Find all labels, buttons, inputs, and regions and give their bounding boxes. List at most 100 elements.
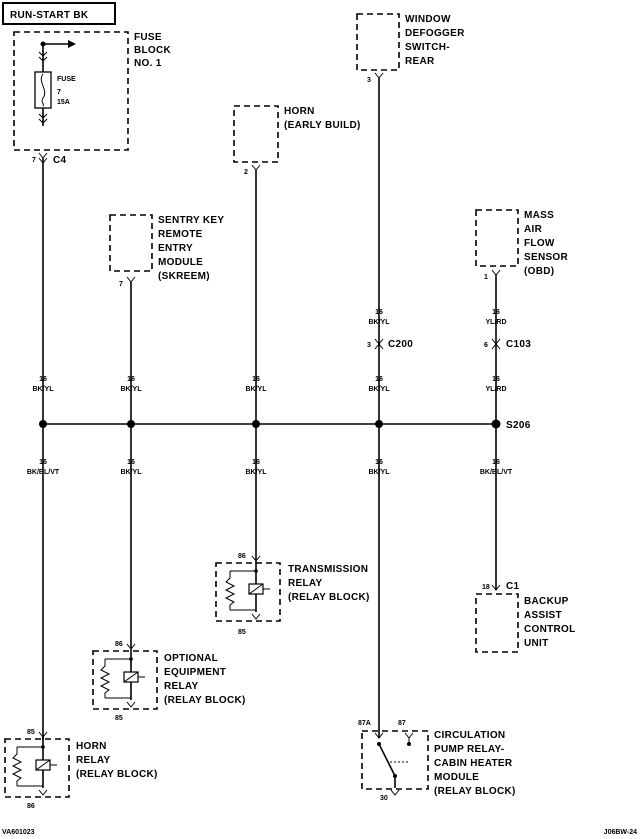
fuse-label-line3: 15A <box>57 99 70 106</box>
c200-connector: 3 C200 <box>367 338 413 350</box>
backup-assist-control-unit: 18 C1 BACKUP ASSIST CONTROL UNIT <box>475 581 575 653</box>
fuse-block-title-3: NO. 1 <box>134 58 162 69</box>
svg-text:BACKUP: BACKUP <box>524 596 569 607</box>
svg-text:FLOW: FLOW <box>524 238 555 249</box>
c4-terminal-icon <box>38 152 48 159</box>
optional-equipment-relay: 86 85 OPTIONAL EQUIPMENT RELAY (RELAY BL… <box>92 641 246 722</box>
svg-text:SWITCH-: SWITCH- <box>405 42 450 53</box>
fuse-element-icon <box>40 73 46 107</box>
svg-text:16: 16 <box>39 459 47 466</box>
svg-text:BK/YL: BK/YL <box>33 386 55 393</box>
wire-labels-lower: 16 BK/BL/VT 16 BK/YL 16 BK/YL 16 BK/YL 1… <box>27 459 513 476</box>
svg-text:REMOTE: REMOTE <box>158 229 203 240</box>
relay-switch-icon <box>378 743 396 777</box>
svg-text:(EARLY BUILD): (EARLY BUILD) <box>284 120 361 131</box>
fuse-block: FUSE 7 15A FUSE BLOCK NO. 1 7 C4 <box>13 31 172 166</box>
svg-text:(RELAY BLOCK): (RELAY BLOCK) <box>76 769 158 780</box>
svg-text:C1: C1 <box>506 581 520 592</box>
svg-text:WINDOW: WINDOW <box>405 14 451 25</box>
footer-left-code: VA601023 <box>2 829 35 836</box>
fuse-block-outline <box>13 31 129 151</box>
svg-text:BK/YL: BK/YL <box>369 469 391 476</box>
svg-text:85: 85 <box>27 729 35 736</box>
svg-text:RELAY: RELAY <box>288 578 323 589</box>
svg-text:BK/YL: BK/YL <box>369 386 391 393</box>
svg-text:2: 2 <box>244 169 248 176</box>
svg-text:HORN: HORN <box>284 106 315 117</box>
svg-text:(RELAY BLOCK): (RELAY BLOCK) <box>164 695 246 706</box>
fuse-label-line1: FUSE <box>57 76 76 83</box>
resistor-icon <box>224 571 236 610</box>
svg-text:HORN: HORN <box>76 741 107 752</box>
splice-dots <box>39 419 501 429</box>
mass-air-flow-sensor: 1 MASS AIR FLOW SENSOR (OBD) <box>475 209 569 281</box>
power-source-label: RUN-START BK <box>2 2 116 25</box>
transmission-relay: 86 85 TRANSMISSION RELAY (RELAY BLOCK) <box>215 553 370 636</box>
svg-text:(OBD): (OBD) <box>524 266 554 277</box>
svg-text:7: 7 <box>119 281 123 288</box>
svg-text:16: 16 <box>375 376 383 383</box>
svg-text:C200: C200 <box>388 339 413 350</box>
horn-component: 2 HORN (EARLY BUILD) <box>233 105 361 176</box>
wire-labels-upper: 16 BK/YL 16 BK/YL 16 BK/YL 16 BK/YL 16 Y… <box>33 376 507 393</box>
fuse-label-line2: 7 <box>57 89 61 96</box>
svg-text:EQUIPMENT: EQUIPMENT <box>164 667 226 678</box>
svg-text:16: 16 <box>39 376 47 383</box>
svg-text:(SKREEM): (SKREEM) <box>158 271 210 282</box>
svg-text:1: 1 <box>484 274 488 281</box>
svg-text:MODULE: MODULE <box>158 257 203 268</box>
resistor-icon <box>11 747 23 786</box>
svg-text:16: 16 <box>127 376 135 383</box>
sentry-key-module: 7 SENTRY KEY REMOTE ENTRY MODULE (SKREEM… <box>109 214 224 288</box>
svg-text:6: 6 <box>484 342 488 349</box>
horn-relay: 85 86 HORN RELAY (RELAY BLOCK) <box>4 729 158 810</box>
svg-text:ASSIST: ASSIST <box>524 610 562 621</box>
svg-text:86: 86 <box>238 553 246 560</box>
svg-text:30: 30 <box>380 795 388 802</box>
svg-text:16: 16 <box>492 376 500 383</box>
svg-text:BK/BL/VT: BK/BL/VT <box>27 469 60 476</box>
svg-text:ENTRY: ENTRY <box>158 243 193 254</box>
svg-text:PUMP RELAY-: PUMP RELAY- <box>434 744 505 755</box>
svg-text:YL/RD: YL/RD <box>486 319 507 326</box>
svg-text:16: 16 <box>127 459 135 466</box>
svg-text:16: 16 <box>252 459 260 466</box>
svg-text:SENTRY KEY: SENTRY KEY <box>158 215 224 226</box>
svg-text:86: 86 <box>115 641 123 648</box>
svg-text:OPTIONAL: OPTIONAL <box>164 653 218 664</box>
footer-right-code: J06BW-24 <box>604 829 637 836</box>
svg-text:REAR: REAR <box>405 56 435 67</box>
svg-text:UNIT: UNIT <box>524 638 549 649</box>
fuse-pin-number: 7 <box>32 157 36 164</box>
fuse-block-title-2: BLOCK <box>134 45 172 56</box>
svg-text:SENSOR: SENSOR <box>524 252 569 263</box>
svg-text:RELAY: RELAY <box>164 681 199 692</box>
circulation-pump-relay: 87A 87 30 CIRCULATION PUMP RELAY- CABIN … <box>358 720 515 802</box>
svg-text:CIRCULATION: CIRCULATION <box>434 730 505 741</box>
splice-label: S206 <box>506 420 531 431</box>
svg-text:CABIN HEATER: CABIN HEATER <box>434 758 513 769</box>
svg-text:3: 3 <box>367 342 371 349</box>
svg-text:MODULE: MODULE <box>434 772 479 783</box>
svg-text:16: 16 <box>492 459 500 466</box>
c4-connector-label: C4 <box>53 155 67 166</box>
svg-text:16: 16 <box>375 459 383 466</box>
svg-text:BK/BL/VT: BK/BL/VT <box>480 469 513 476</box>
svg-text:87A: 87A <box>358 720 371 727</box>
svg-text:BK/YL: BK/YL <box>121 386 143 393</box>
svg-text:RELAY: RELAY <box>76 755 111 766</box>
svg-text:BK/YL: BK/YL <box>121 469 143 476</box>
fuse-block-title-1: FUSE <box>134 32 162 43</box>
fuse-feed-arrow-icon <box>68 40 76 48</box>
svg-text:16: 16 <box>492 309 500 316</box>
svg-text:3: 3 <box>367 77 371 84</box>
svg-text:BK/YL: BK/YL <box>246 386 268 393</box>
svg-text:18: 18 <box>482 584 490 591</box>
svg-text:BK/YL: BK/YL <box>246 469 268 476</box>
svg-text:(RELAY BLOCK): (RELAY BLOCK) <box>288 592 370 603</box>
svg-text:AIR: AIR <box>524 224 543 235</box>
svg-text:16: 16 <box>252 376 260 383</box>
svg-text:16: 16 <box>375 309 383 316</box>
svg-text:86: 86 <box>27 803 35 810</box>
